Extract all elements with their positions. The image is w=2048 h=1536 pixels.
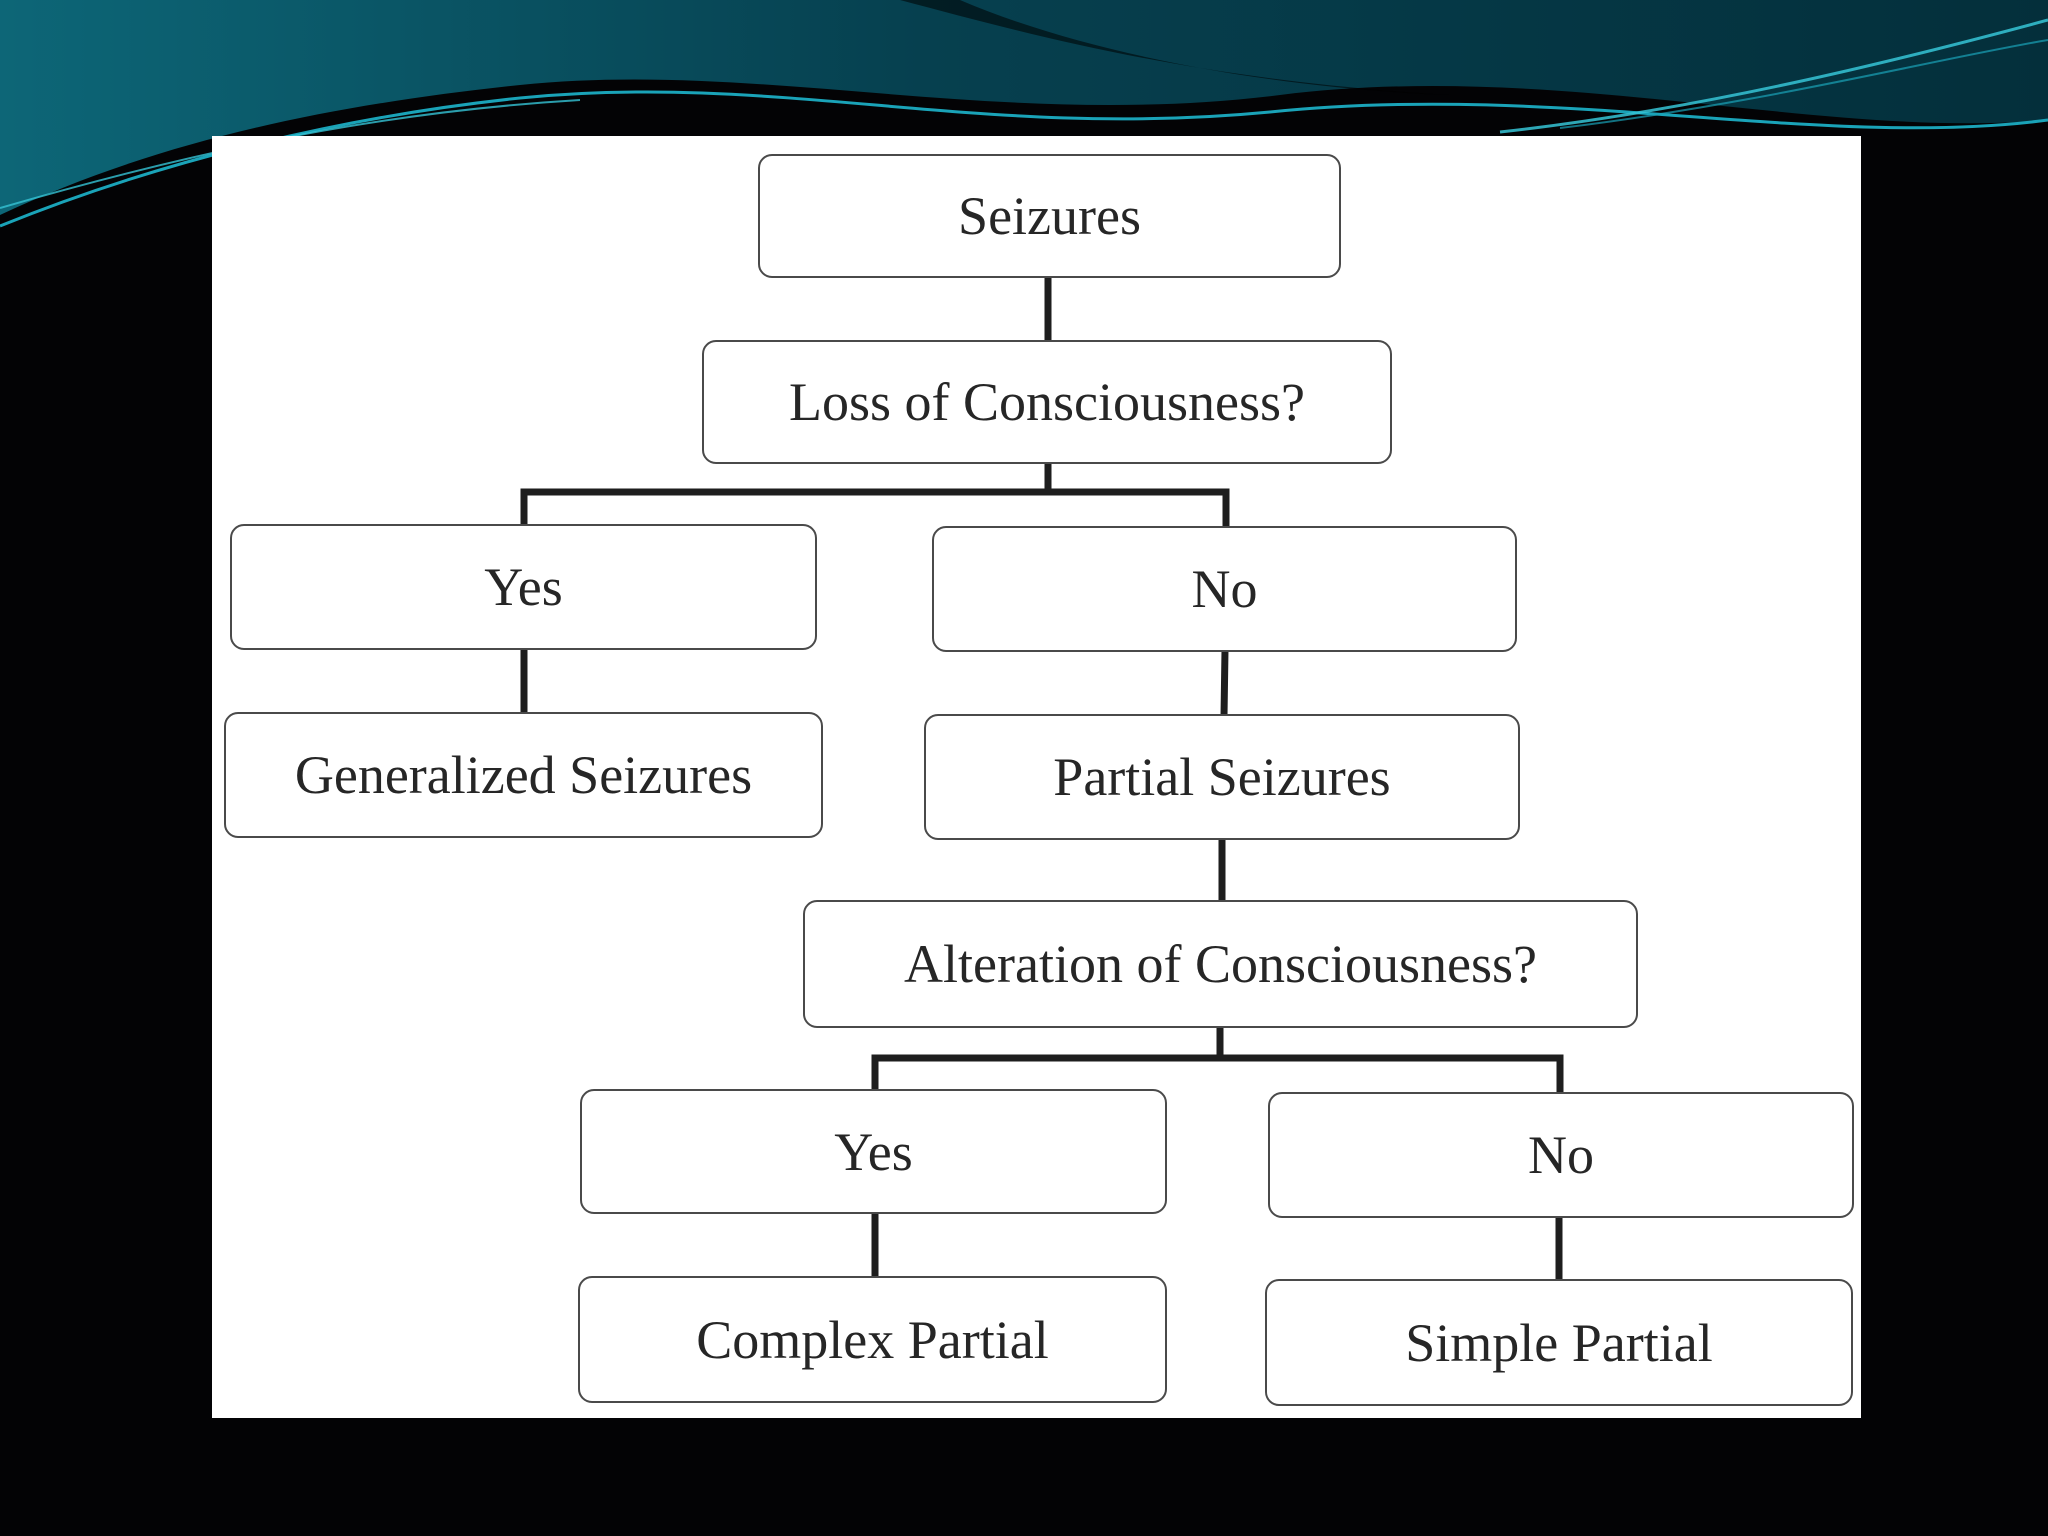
node-partial-seizures-label: Partial Seizures <box>1053 747 1391 807</box>
node-simple-partial-label: Simple Partial <box>1405 1312 1713 1373</box>
node-loss-no-label: No <box>1191 559 1258 619</box>
node-alteration-yes: Yes <box>580 1089 1167 1214</box>
node-loss-yes: Yes <box>230 524 817 650</box>
node-loss-of-consciousness: Loss of Consciousness? <box>702 340 1392 464</box>
node-partial-seizures: Partial Seizures <box>924 714 1520 840</box>
node-loss-yes-label: Yes <box>484 557 563 617</box>
node-generalized-seizures: Generalized Seizures <box>224 712 823 838</box>
node-complex-partial-label: Complex Partial <box>696 1309 1049 1370</box>
node-complex-partial: Complex Partial <box>578 1276 1167 1403</box>
node-loss-no: No <box>932 526 1517 652</box>
node-seizures-label: Seizures <box>958 186 1141 246</box>
connector-no-partial <box>1220 646 1229 720</box>
connector-lines <box>520 272 1564 1285</box>
node-alteration-of-consciousness: Alteration of Consciousness? <box>803 900 1638 1028</box>
node-alteration-no-label: No <box>1528 1125 1594 1185</box>
diagram-panel: Seizures Loss of Consciousness? Yes No G… <box>212 136 1861 1418</box>
node-generalized-seizures-label: Generalized Seizures <box>294 745 753 805</box>
node-alteration-no: No <box>1268 1092 1854 1218</box>
node-loss-of-consciousness-label: Loss of Consciousness? <box>789 372 1305 432</box>
node-alteration-yes-label: Yes <box>834 1121 913 1182</box>
node-alteration-of-consciousness-label: Alteration of Consciousness? <box>904 934 1537 994</box>
node-seizures: Seizures <box>758 154 1341 278</box>
node-simple-partial: Simple Partial <box>1265 1279 1853 1406</box>
